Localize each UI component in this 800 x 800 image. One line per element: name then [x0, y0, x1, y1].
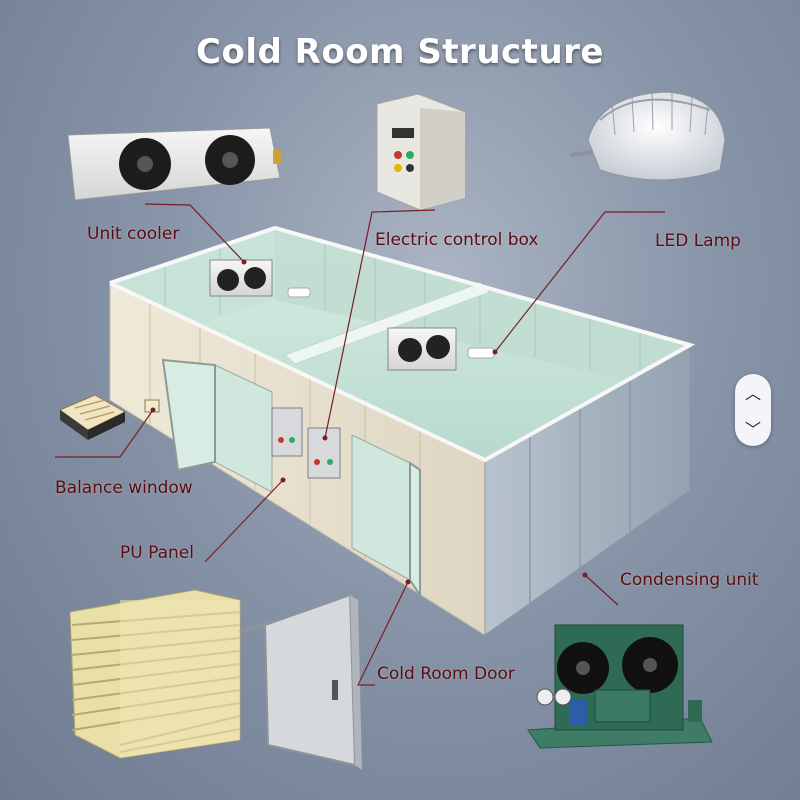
- label-cold-room-door: Cold Room Door: [377, 664, 515, 684]
- label-led-lamp: LED Lamp: [655, 231, 741, 251]
- scroll-control: ︿ ﹀: [735, 374, 771, 446]
- label-electric-control-box: Electric control box: [375, 230, 539, 250]
- balance-window-icon: [58, 394, 127, 440]
- chevron-up-icon: ︿: [744, 384, 761, 403]
- room-led-lamp-1: [287, 287, 311, 298]
- label-unit-cooler: Unit cooler: [87, 224, 180, 244]
- wall-control-box-1: [271, 407, 303, 457]
- led-lamp-icon: [569, 91, 726, 181]
- label-balance-window: Balance window: [55, 478, 193, 498]
- room-back-wall-right: [275, 228, 690, 395]
- chevron-down-icon: ﹀: [744, 420, 761, 439]
- condensing-unit-icon: [527, 624, 713, 749]
- leader-lines: [55, 203, 665, 686]
- unit-cooler-icon: [67, 127, 281, 201]
- scroll-up-button[interactable]: ︿: [735, 374, 771, 410]
- leader-dots: [150, 259, 588, 585]
- cold-room: [109, 225, 696, 636]
- room-unit-cooler-1: [209, 259, 273, 297]
- label-condensing-unit: Condensing unit: [620, 570, 759, 590]
- label-pu-panel: PU Panel: [120, 543, 194, 563]
- wall-control-box-2: [307, 427, 341, 479]
- page-title: Cold Room Structure: [196, 32, 604, 72]
- partition-wall: [284, 282, 491, 365]
- door-icon: [239, 593, 362, 770]
- room-led-lamp-2: [467, 347, 495, 359]
- scroll-down-button[interactable]: ﹀: [735, 410, 771, 446]
- pu-panel-stack-icon: [69, 589, 241, 759]
- room-unit-cooler-2: [387, 327, 457, 371]
- control-box-icon: [376, 93, 466, 211]
